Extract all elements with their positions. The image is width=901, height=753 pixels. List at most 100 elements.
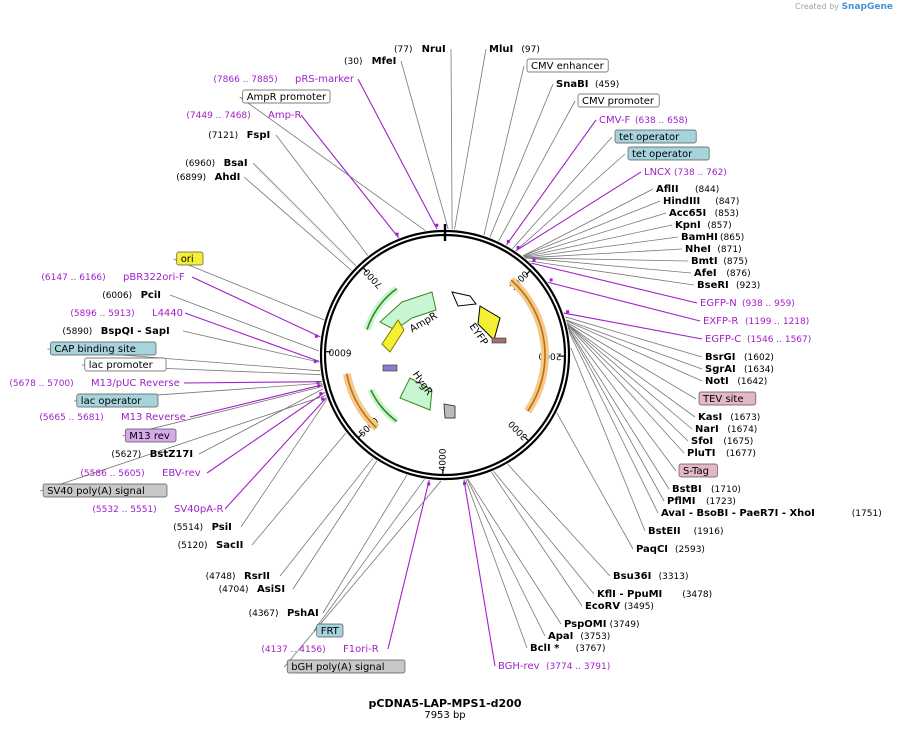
- feature-label-ampr-promoter[interactable]: AmpR promoter: [242, 89, 331, 104]
- leader-line: [531, 262, 698, 304]
- enzyme-label-bstz17i[interactable]: BstZ17I(5627): [111, 449, 193, 460]
- enzyme-label-snabi[interactable]: SnaBI(459): [556, 79, 619, 90]
- enzyme-label-pspomi[interactable]: PspOMI(3749): [564, 619, 640, 630]
- primer-label-egfp-c[interactable]: EGFP-C(1546 .. 1567): [705, 334, 811, 345]
- feature-label-bgh-poly-a-signal[interactable]: bGH poly(A) signal: [286, 659, 406, 674]
- enzyme-label-aflii[interactable]: AflII(844): [656, 184, 719, 195]
- enzyme-label-bstbi[interactable]: BstBI(1710): [672, 484, 741, 495]
- enzyme-label-mlui[interactable]: MluI(97): [489, 44, 540, 55]
- enzyme-label-afei[interactable]: AfeI(876): [694, 268, 751, 279]
- feature-label-frt[interactable]: FRT: [316, 623, 344, 638]
- leader-line: [556, 412, 634, 550]
- feature-label-s-tag[interactable]: S-Tag: [678, 463, 718, 478]
- enzyme-label-noti[interactable]: NotI(1642): [705, 376, 767, 387]
- enzyme-label-bcli[interactable]: BclI *(3767): [530, 643, 606, 654]
- site-position: (1199 .. 1218): [745, 317, 809, 327]
- site-position: (738 .. 762): [674, 168, 727, 178]
- primer-label-pbr322ori-f[interactable]: pBR322ori-F(6147 .. 6166): [41, 272, 184, 283]
- enzyme-label-bspqi-sapi[interactable]: BspQI - SapI(5890): [62, 326, 169, 337]
- enzyme-label-apai[interactable]: ApaI(3753): [548, 631, 610, 642]
- enzyme-label-fspi[interactable]: FspI(7121): [208, 130, 270, 141]
- primer-label-prs-marker[interactable]: pRS-marker(7866 .. 7885): [213, 74, 354, 85]
- enzyme-label-bsteii[interactable]: BstEII(1916): [648, 526, 724, 537]
- leader-line: [566, 320, 703, 382]
- site-name: MfeI: [372, 56, 397, 67]
- enzyme-label-pluti[interactable]: PluTI(1677): [687, 448, 756, 459]
- primer-site-mark: [316, 381, 320, 385]
- enzyme-label-kasi[interactable]: KasI(1673): [698, 412, 760, 423]
- enzyme-label-sfoi[interactable]: SfoI(1675): [691, 436, 753, 447]
- site-position: (5678 .. 5700): [9, 379, 73, 389]
- site-name: PsiI: [212, 522, 232, 533]
- site-position: (871): [717, 245, 741, 255]
- enzyme-label-nhei[interactable]: NheI(871): [685, 244, 742, 255]
- enzyme-label-nrui[interactable]: NruI(77): [394, 44, 446, 55]
- enzyme-label-rsrii[interactable]: RsrII(4748): [206, 571, 270, 582]
- leader-line: [465, 479, 528, 649]
- enzyme-label-paqci[interactable]: PaqCI(2593): [636, 544, 705, 555]
- enzyme-label-mfei[interactable]: MfeI(30): [344, 56, 396, 67]
- leader-line: [279, 458, 374, 577]
- enzyme-label-hindiii[interactable]: HindIII(847): [663, 196, 739, 207]
- enzyme-label-pcii[interactable]: PciI(6006): [102, 290, 161, 301]
- enzyme-label-nari[interactable]: NarI(1674): [695, 424, 757, 435]
- enzyme-label-bsai[interactable]: BsaI(6960): [185, 158, 247, 169]
- leader-line: [275, 134, 369, 256]
- leader-line: [450, 48, 453, 230]
- enzyme-label-avai-bsobi-paer7i-xhoi[interactable]: AvaI - BsoBI - PaeR7I - XhoI(1751): [661, 508, 882, 519]
- feature-label-lac-operator[interactable]: lac operator: [76, 393, 159, 408]
- enzyme-label-psii[interactable]: PsiI(5514): [173, 522, 232, 533]
- primer-label-f1ori-r[interactable]: F1ori-R(4137 .. 4156): [261, 644, 378, 655]
- primer-label-exfp-r[interactable]: EXFP-R(1199 .. 1218): [703, 316, 809, 327]
- enzyme-label-sgrai[interactable]: SgrAI(1634): [705, 364, 774, 375]
- hygr-arrow: [399, 377, 433, 411]
- primer-label-l4440[interactable]: L4440(5896 .. 5913): [70, 308, 183, 319]
- feature-label-cap-binding-site[interactable]: CAP binding site: [50, 341, 157, 356]
- primer-label-sv40pa-r[interactable]: SV40pA-R(5532 .. 5551): [92, 504, 223, 515]
- enzyme-label-bamhi[interactable]: BamHI(865): [681, 232, 744, 243]
- site-name: BseRI: [697, 280, 729, 291]
- enzyme-label-asisi[interactable]: AsiSI(4704): [219, 584, 285, 595]
- primer-label-ebv-rev[interactable]: EBV-rev(5586 .. 5605): [80, 468, 200, 479]
- tick-mark: [362, 267, 368, 273]
- enzyme-label-kfli-ppumi[interactable]: KflI - PpuMI(3478): [597, 589, 712, 600]
- enzyme-label-bseri[interactable]: BseRI(923): [697, 280, 760, 291]
- feature-box: [577, 93, 660, 108]
- site-position: (857): [707, 221, 731, 231]
- leader-line: [568, 331, 659, 514]
- primer-label-lncx[interactable]: LNCX(738 .. 762): [644, 167, 727, 178]
- site-position: (938 .. 959): [742, 299, 795, 309]
- feature-label-ori[interactable]: ori: [176, 251, 204, 266]
- enzyme-label-sacii[interactable]: SacII(5120): [178, 540, 244, 551]
- primer-label-egfp-n[interactable]: EGFP-N(938 .. 959): [700, 298, 795, 309]
- enzyme-label-bsu36i[interactable]: Bsu36I(3313): [613, 571, 689, 582]
- site-position: (5890): [62, 327, 92, 337]
- feature-label-tev-site[interactable]: TEV site: [698, 391, 757, 406]
- enzyme-label-acc65i[interactable]: Acc65I(853): [669, 208, 739, 219]
- primer-label-m13-puc-reverse[interactable]: M13/pUC Reverse(5678 .. 5700): [9, 378, 179, 389]
- primer-label-m13-reverse[interactable]: M13 Reverse(5665 .. 5681): [39, 412, 185, 423]
- feature-label-m13-rev[interactable]: M13 rev: [124, 428, 177, 443]
- feature-box: [698, 391, 757, 406]
- enzyme-label-ahdi[interactable]: AhdI(6899): [176, 172, 240, 183]
- leader-line: [251, 432, 347, 546]
- feature-label-cmv-enhancer[interactable]: CMV enhancer: [526, 58, 609, 73]
- primer-label-amp-r[interactable]: Amp-R(7449 .. 7468): [186, 110, 301, 121]
- enzyme-label-bmti[interactable]: BmtI(875): [691, 256, 748, 267]
- primer-label-bgh-rev[interactable]: BGH-rev(3774 .. 3791): [498, 661, 610, 672]
- feature-label-tet-operator[interactable]: tet operator: [614, 129, 697, 144]
- enzyme-label-ecorv[interactable]: EcoRV(3495): [585, 601, 654, 612]
- enzyme-label-bsrgi[interactable]: BsrGI(1602): [705, 352, 774, 363]
- tick-label: 4000: [438, 448, 448, 471]
- feature-label-sv40-poly-a-signal[interactable]: SV40 poly(A) signal: [42, 483, 168, 498]
- feature-label-tet-operator[interactable]: tet operator: [627, 146, 710, 161]
- tev-stag-box: [491, 337, 507, 344]
- leader-line: [570, 347, 646, 532]
- enzyme-label-kpni[interactable]: KpnI(857): [675, 220, 732, 231]
- enzyme-label-pflmi[interactable]: PflMI(1723): [667, 496, 736, 507]
- primer-label-cmv-f[interactable]: CMV-F(638 .. 658): [599, 115, 688, 126]
- site-position: (6006): [102, 291, 132, 301]
- enzyme-label-pshai[interactable]: PshAI(4367): [249, 608, 319, 619]
- feature-label-cmv-promoter[interactable]: CMV promoter: [577, 93, 660, 108]
- feature-label-lac-promoter[interactable]: lac promoter: [84, 357, 167, 372]
